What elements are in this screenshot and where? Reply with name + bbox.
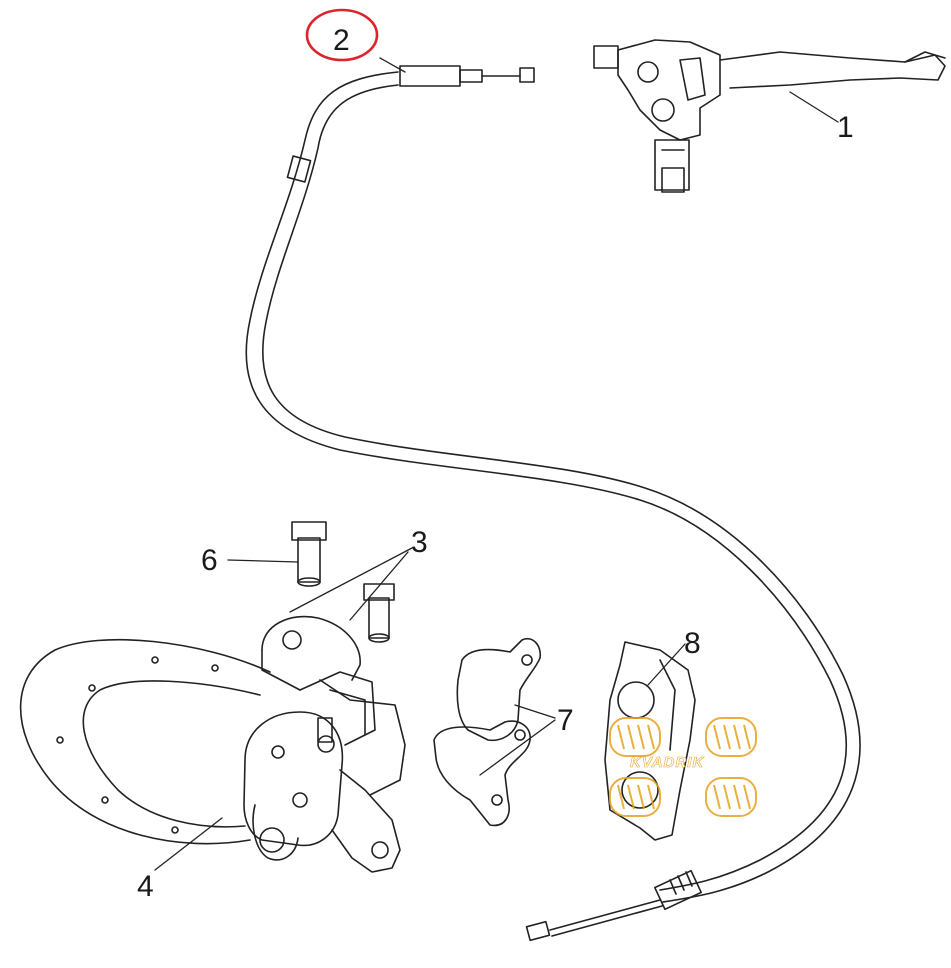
watermark-logo: [609, 717, 757, 817]
brake-disc: [19, 638, 271, 845]
brake-pads: [433, 638, 542, 827]
callout-7: 7: [557, 704, 574, 737]
callout-2: 2: [333, 24, 350, 57]
leader-lines: [154, 57, 839, 871]
brake-caliper: [243, 615, 406, 873]
callout-6: 6: [201, 544, 218, 577]
brake-lever: [593, 39, 946, 193]
callout-8: 8: [684, 627, 701, 660]
callout-3: 3: [411, 526, 428, 559]
pad-spring: [604, 641, 696, 841]
highlight-circle: [305, 8, 379, 62]
callout-4: 4: [137, 870, 154, 903]
caliper-bolt-2: [363, 583, 395, 643]
caliper-bolt: [291, 521, 327, 587]
watermark-text: KVADRIK: [630, 754, 705, 772]
callout-1: 1: [837, 111, 854, 144]
brake-cable: [245, 65, 861, 942]
